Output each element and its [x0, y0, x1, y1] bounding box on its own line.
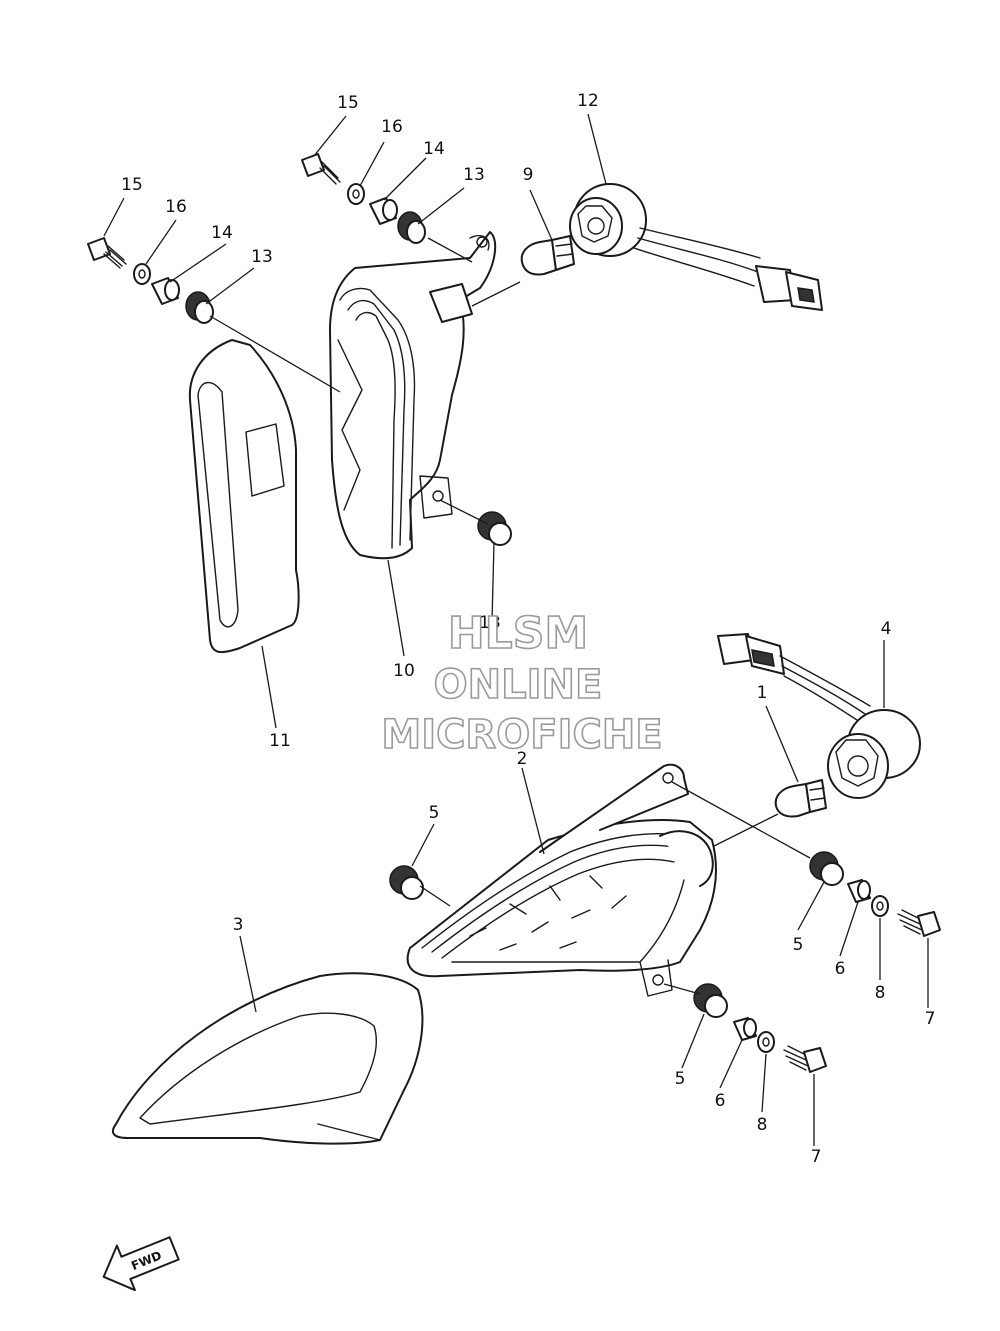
watermark: HLSM ONLINE MICROFICHE: [381, 607, 664, 759]
callout-16-mid: 16: [381, 117, 403, 137]
watermark-line-3: MICROFICHE: [381, 712, 662, 758]
part-5-grommet-bottom: [693, 983, 728, 1018]
callout-9: 9: [523, 165, 534, 185]
callout-14-mid: 14: [423, 139, 445, 159]
callout-7-bottom: 7: [811, 1147, 822, 1167]
watermark-line-1: HLSM: [448, 608, 588, 659]
callout-10: 10: [393, 661, 415, 681]
part-13-grommet-mid: [397, 211, 426, 244]
callout-2: 2: [517, 749, 528, 769]
part-3-lens-cover: [111, 972, 424, 1145]
callout-15-mid: 15: [337, 93, 359, 113]
part-6-collar-bottom: [733, 1017, 757, 1041]
part-9-bulb: [520, 235, 575, 276]
part-13-grommet-left: [185, 291, 214, 324]
part-4-socket-harness: [717, 633, 921, 799]
callout-7-right: 7: [925, 1009, 936, 1029]
callout-5-bottom: 5: [675, 1069, 686, 1089]
callout-15-left: 15: [121, 175, 143, 195]
callout-numbers: 15 16 14 13 15 16 14 13 9 12 13 10 11 4 …: [121, 91, 935, 1167]
callout-14-left: 14: [211, 223, 233, 243]
lower-alignment-lines: [239, 640, 929, 1146]
fwd-arrow-icon: FWD: [102, 1236, 180, 1292]
callout-8-right: 8: [875, 983, 886, 1003]
callout-3: 3: [233, 915, 244, 935]
callout-5-left: 5: [429, 803, 440, 823]
part-5-grommet-right: [809, 851, 844, 886]
part-8-washer-bottom: [757, 1031, 775, 1053]
callout-13-mid: 13: [463, 165, 485, 185]
part-16-washer-left: [133, 263, 151, 285]
callout-5-right: 5: [793, 935, 804, 955]
part-16-washer-mid: [347, 183, 365, 205]
part-8-washer-right: [871, 895, 889, 917]
part-12-socket-harness: [569, 183, 823, 311]
part-14-collar-mid: [369, 197, 398, 225]
callout-13-lower: 13: [479, 613, 501, 633]
callout-6-bottom: 6: [715, 1091, 726, 1111]
part-7-bolt-right: [897, 909, 941, 937]
part-7-bolt-bottom: [783, 1045, 827, 1073]
watermark-line-2: ONLINE: [434, 662, 603, 708]
part-15-bolt-mid: [301, 153, 341, 185]
callout-12: 12: [577, 91, 599, 111]
callout-8-bottom: 8: [757, 1115, 768, 1135]
part-6-collar-right: [847, 879, 871, 903]
part-13-grommet-lower: [477, 511, 512, 546]
callout-1: 1: [757, 683, 768, 703]
part-1-bulb: [774, 779, 827, 818]
callout-11: 11: [269, 731, 291, 751]
part-5-grommet-left: [389, 865, 424, 900]
part-15-bolt-left: [87, 237, 127, 269]
callout-13-left: 13: [251, 247, 273, 267]
callout-6-right: 6: [835, 959, 846, 979]
part-11-lens-cover: [188, 339, 300, 654]
callout-4: 4: [881, 619, 892, 639]
part-14-collar-left: [151, 277, 180, 305]
part-10-lens-housing: [329, 231, 497, 560]
upper-alignment-lines: [103, 113, 607, 729]
callout-16-left: 16: [165, 197, 187, 217]
part-2-lens-housing: [406, 763, 717, 997]
